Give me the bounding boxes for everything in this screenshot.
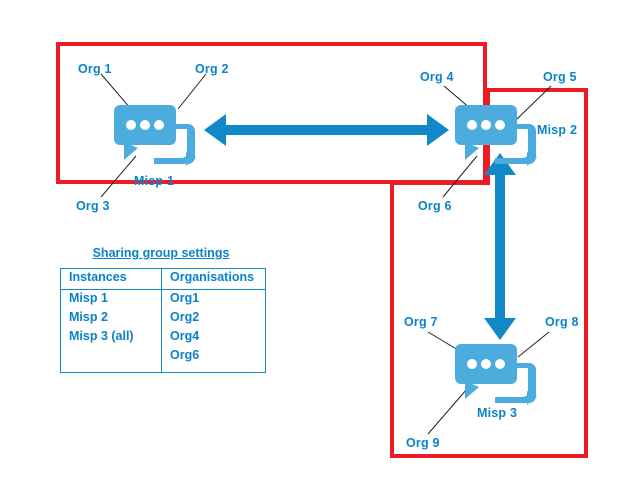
speech-bubbles-icon — [455, 105, 537, 166]
cell-organisation: Org6 — [170, 348, 200, 362]
org-label-org3: Org 3 — [76, 199, 110, 213]
org-label-org2: Org 2 — [195, 62, 229, 76]
leader-line-org3 — [100, 155, 137, 198]
org-label-org9: Org 9 — [406, 436, 440, 450]
sharing-group-settings-table: Instances Organisations Misp 1 Org1 Misp… — [60, 268, 266, 373]
org-label-org5: Org 5 — [543, 70, 577, 84]
cell-instance: Misp 3 (all) — [60, 328, 162, 347]
cell-organisation: Org1 — [170, 291, 200, 305]
table-header-row: Instances Organisations — [60, 268, 266, 290]
org-label-org7: Org 7 — [404, 315, 438, 329]
cell-organisation: Org2 — [170, 310, 200, 324]
org-label-org8: Org 8 — [545, 315, 579, 329]
org-label-org4: Org 4 — [420, 70, 454, 84]
leader-line-org2 — [177, 73, 207, 110]
table-spacer-row — [60, 366, 266, 373]
table-spacer-cell — [162, 366, 266, 373]
table-row: Misp 3 (all) Org4 — [60, 328, 266, 347]
cell-instance: Misp 2 — [60, 309, 162, 328]
cell-organisation: Org4 — [170, 329, 200, 343]
leader-line-org6 — [442, 155, 478, 198]
sharing-group-settings-block: Sharing group settings Instances Organis… — [60, 246, 266, 373]
table-row: Misp 1 Org1 — [60, 289, 266, 309]
cell-instance: Misp 1 — [60, 289, 162, 309]
speech-bubbles-icon — [114, 105, 196, 166]
sharing-group-boundary-b — [390, 88, 588, 458]
leader-line-org8 — [517, 331, 550, 358]
instance-label-misp2: Misp 2 — [537, 123, 578, 137]
column-header-organisations: Organisations — [161, 268, 266, 290]
column-header-instances: Instances — [60, 268, 162, 290]
leader-line-org1 — [100, 73, 132, 110]
instance-label-misp3: Misp 3 — [477, 406, 518, 420]
connection-misp1-misp2 — [204, 114, 449, 146]
table-spacer-cell — [60, 366, 162, 373]
table-row: Misp 2 Org2 — [60, 309, 266, 328]
sharing-group-settings-title: Sharing group settings — [92, 246, 230, 260]
instance-label-misp1: Misp 1 — [134, 174, 175, 188]
org-label-org1: Org 1 — [78, 62, 112, 76]
cell-instance — [60, 347, 162, 366]
org-label-org6: Org 6 — [418, 199, 452, 213]
table-row: Org6 — [60, 347, 266, 366]
speech-bubbles-icon — [455, 344, 537, 405]
leader-line-org5 — [515, 85, 552, 121]
